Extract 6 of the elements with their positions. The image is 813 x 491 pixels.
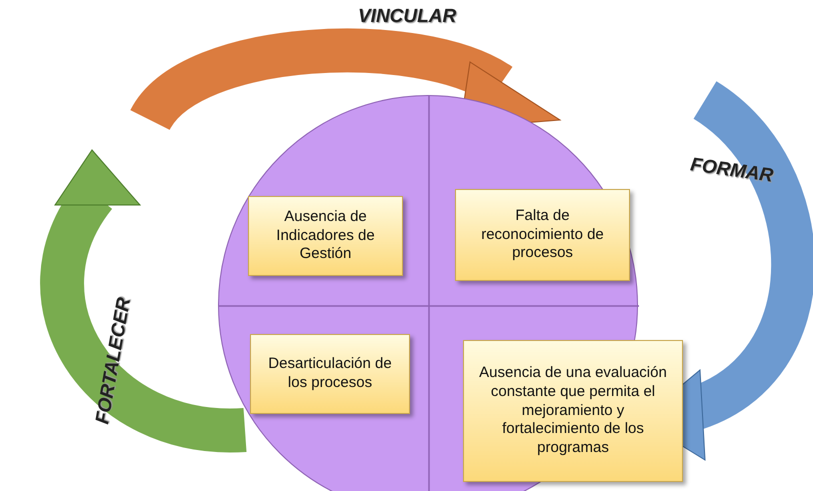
arrow-label: VINCULAR — [358, 6, 456, 28]
text-box: Ausencia de una evaluación constante que permita el mejoramiento y fortalecimiento de los programas — [463, 340, 683, 482]
text-box: Falta de reconocimiento de procesos — [455, 189, 630, 281]
arrow-label: FORMAR — [688, 154, 775, 188]
text-box: Ausencia de Indicadores de Gestión — [248, 196, 403, 276]
text-box: Desarticulación de los procesos — [250, 334, 410, 414]
